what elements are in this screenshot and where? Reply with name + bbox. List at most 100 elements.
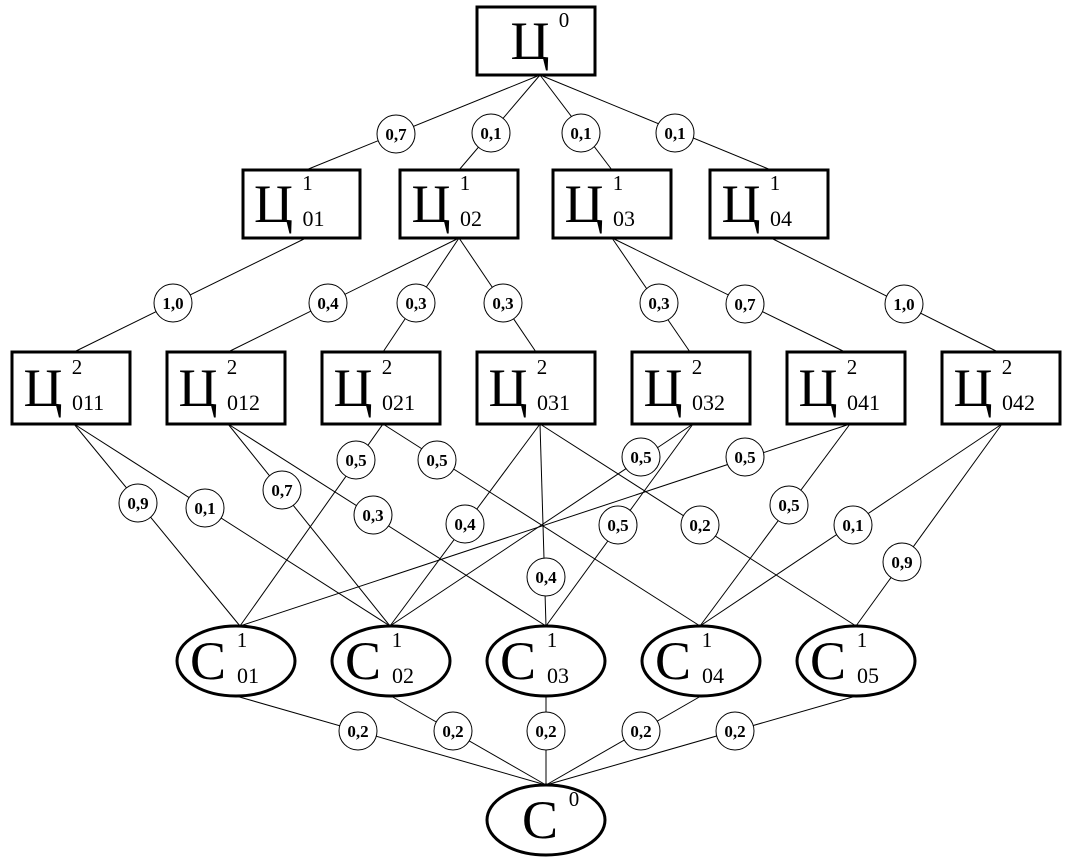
weight-c0-c04: 0,1	[655, 113, 695, 153]
weight-c021-s01: 0,5	[336, 440, 376, 480]
weight-circle	[353, 495, 393, 535]
weight-c042-s05: 0,9	[882, 542, 922, 582]
weight-label: 0,2	[347, 722, 368, 741]
node-letter: С	[655, 631, 691, 691]
weight-c02-c021: 0,3	[396, 283, 436, 323]
weight-circle	[884, 284, 924, 324]
node-letter: Ц	[565, 174, 604, 234]
node-superscript: 1	[770, 171, 781, 195]
weight-label: 0,5	[607, 516, 628, 535]
node-subscript: 011	[72, 390, 104, 415]
means-ellipse	[485, 624, 607, 698]
edge-c012-s02	[227, 423, 391, 627]
weight-c031-s02: 0,4	[445, 504, 485, 544]
goal-box	[785, 350, 907, 426]
weight-c012-s02: 0,7	[262, 470, 302, 510]
weight-label: 0,5	[778, 496, 799, 515]
node-superscript: 1	[237, 628, 248, 652]
node-superscript: 2	[382, 355, 393, 379]
weight-circle	[598, 505, 638, 545]
weight-circle	[376, 114, 416, 154]
weight-c02-c031: 0,3	[483, 283, 523, 323]
weight-circle	[655, 113, 695, 153]
node-subscript: 012	[227, 390, 260, 415]
goal-box	[241, 168, 362, 240]
weight-circle	[118, 483, 158, 523]
node-superscript: 2	[1002, 355, 1013, 379]
node-letter: Ц	[24, 358, 63, 418]
weight-circle	[526, 557, 566, 597]
weight-s02-s0: 0,2	[433, 711, 473, 751]
node-letter: С	[810, 631, 846, 691]
weight-circle	[153, 283, 193, 323]
means-ellipse	[485, 783, 607, 857]
means-ellipse	[795, 624, 917, 698]
node-superscript: 0	[569, 787, 580, 811]
weight-circle	[725, 437, 765, 477]
node-superscript: 1	[392, 628, 403, 652]
node-subscript: 03	[613, 206, 635, 231]
weight-c0-c03: 0,1	[561, 113, 601, 153]
weight-s04-s0: 0,2	[621, 711, 661, 751]
goal-box	[320, 350, 442, 426]
edge-c041-s04	[699, 423, 851, 627]
node-letter: Ц	[722, 174, 761, 234]
weight-c031-s05: 0,2	[680, 505, 720, 545]
node-letter: Ц	[254, 174, 293, 234]
weight-circle	[433, 711, 473, 751]
weight-label: 0,2	[689, 516, 710, 535]
weight-label: 0,5	[345, 451, 366, 470]
weight-label: 0,3	[362, 506, 383, 525]
weight-label: 0,3	[492, 294, 513, 313]
node-subscript: 05	[857, 663, 879, 688]
edge-c011-s02	[73, 423, 391, 627]
weight-label: 1,0	[893, 295, 914, 314]
edge-c011-s01	[73, 423, 241, 627]
weight-label: 0,7	[734, 295, 756, 314]
node-subscript: 01	[303, 206, 325, 231]
node-superscript: 1	[613, 171, 624, 195]
node-superscript: 0	[559, 8, 570, 32]
weight-s01-s0: 0,2	[338, 711, 378, 751]
weight-c031-s03: 0,4	[526, 557, 566, 597]
weight-circle	[561, 113, 601, 153]
edge-c0-c04	[539, 74, 772, 171]
weight-circle	[445, 504, 485, 544]
node-letter: Ц	[489, 358, 528, 418]
weight-label: 0,5	[734, 448, 755, 467]
node-letter: С	[500, 631, 536, 691]
node-letter: Ц	[954, 358, 993, 418]
edge-c04-c042	[770, 237, 999, 353]
node-subscript: 031	[537, 390, 570, 415]
weight-circle	[715, 711, 755, 751]
weight-circle	[621, 711, 661, 751]
weight-circle	[185, 488, 225, 528]
node-subscript: 04	[770, 206, 792, 231]
weight-s05-s0: 0,2	[715, 711, 755, 751]
means-ellipse	[175, 624, 297, 698]
weight-circle	[336, 440, 376, 480]
weight-c01-c011: 1,0	[153, 283, 193, 323]
weight-circle	[471, 113, 511, 153]
weight-circle	[308, 283, 348, 323]
node-superscript: 2	[227, 355, 238, 379]
goal-box	[165, 350, 287, 426]
weight-label: 0,1	[570, 124, 591, 143]
weight-label: 0,1	[194, 499, 215, 518]
node-subscript: 01	[237, 663, 259, 688]
goal-box	[475, 350, 597, 426]
weight-c02-c012: 0,4	[308, 283, 348, 323]
weight-label: 0,1	[664, 124, 685, 143]
weight-c012-s03: 0,3	[353, 495, 393, 535]
